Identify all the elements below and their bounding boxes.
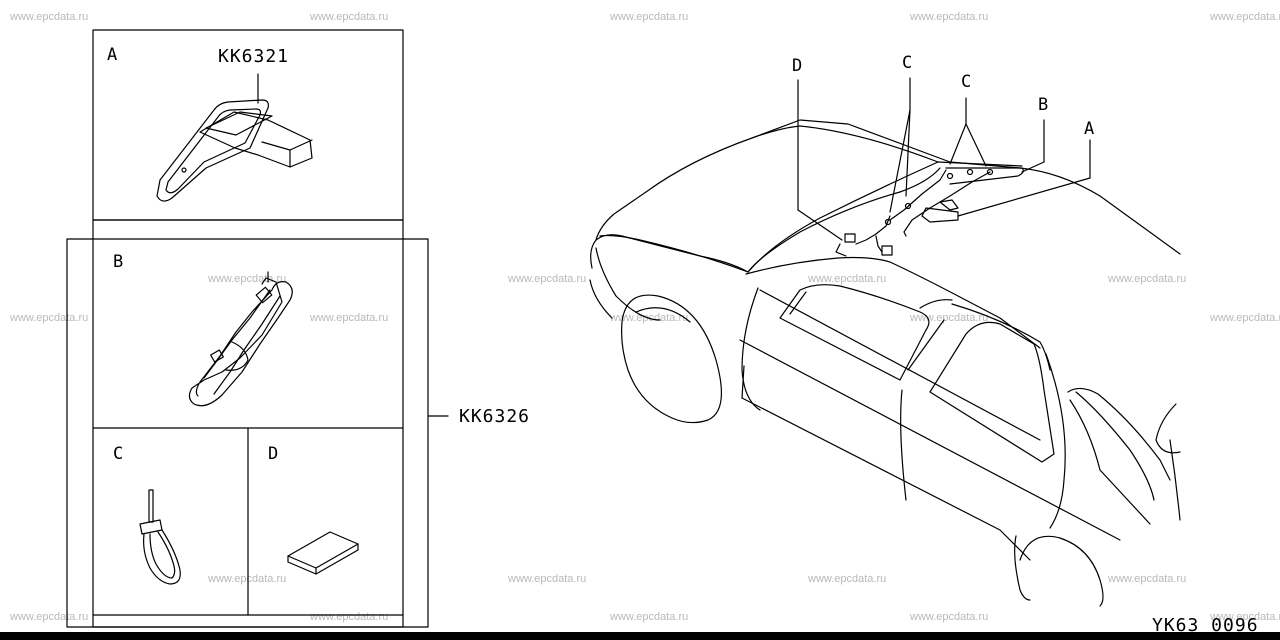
mirror-part-illustration bbox=[156, 73, 313, 202]
watermark: www.epcdata.ru bbox=[610, 11, 689, 23]
watermark: www.epcdata.ru bbox=[310, 11, 389, 23]
kit-bcd-frame bbox=[66, 219, 449, 628]
watermark: www.epcdata.ru bbox=[1210, 11, 1280, 23]
car-illustration bbox=[589, 119, 1181, 607]
part-number-kk6321: KK6321 bbox=[218, 46, 290, 67]
watermark: www.epcdata.ru bbox=[610, 611, 689, 623]
watermark: www.epcdata.ru bbox=[208, 273, 287, 285]
pad-part-illustration bbox=[287, 531, 359, 575]
watermark: www.epcdata.ru bbox=[910, 11, 989, 23]
watermark: www.epcdata.ru bbox=[1108, 273, 1187, 285]
watermark: www.epcdata.ru bbox=[310, 312, 389, 324]
watermark: www.epcdata.ru bbox=[508, 573, 587, 585]
watermark: www.epcdata.ru bbox=[1210, 312, 1280, 324]
clip-part-illustration bbox=[139, 489, 181, 585]
watermark: www.epcdata.ru bbox=[808, 273, 887, 285]
callout-d-car-label: D bbox=[792, 56, 803, 76]
watermark: www.epcdata.ru bbox=[910, 611, 989, 623]
watermark: www.epcdata.ru bbox=[208, 573, 287, 585]
watermark: www.epcdata.ru bbox=[808, 573, 887, 585]
watermark: www.epcdata.ru bbox=[10, 11, 89, 23]
watermark: www.epcdata.ru bbox=[508, 273, 587, 285]
callout-b-car-label: B bbox=[1038, 95, 1049, 115]
callout-c-car-label: C bbox=[902, 53, 913, 73]
diagram-code: YK63 0096 bbox=[1152, 615, 1259, 636]
watermark: www.epcdata.ru bbox=[910, 312, 989, 324]
watermark: www.epcdata.ru bbox=[1210, 611, 1280, 623]
watermark: www.epcdata.ru bbox=[10, 312, 89, 324]
callout-leaders bbox=[797, 77, 1091, 241]
callout-a-car-label: A bbox=[1084, 119, 1095, 139]
watermark: www.epcdata.ru bbox=[310, 611, 389, 623]
watermark: www.epcdata.ru bbox=[1108, 573, 1187, 585]
callout-b-label: B bbox=[113, 252, 124, 272]
harness-part-illustration bbox=[188, 271, 293, 407]
callout-a-label: A bbox=[107, 45, 118, 65]
bottom-border bbox=[0, 632, 1280, 640]
callout-c-car-label: C bbox=[961, 72, 972, 92]
callout-d-label: D bbox=[268, 444, 279, 464]
watermark: www.epcdata.ru bbox=[10, 611, 89, 623]
part-number-kk6326: KK6326 bbox=[459, 406, 531, 427]
callout-c-label: C bbox=[113, 444, 124, 464]
